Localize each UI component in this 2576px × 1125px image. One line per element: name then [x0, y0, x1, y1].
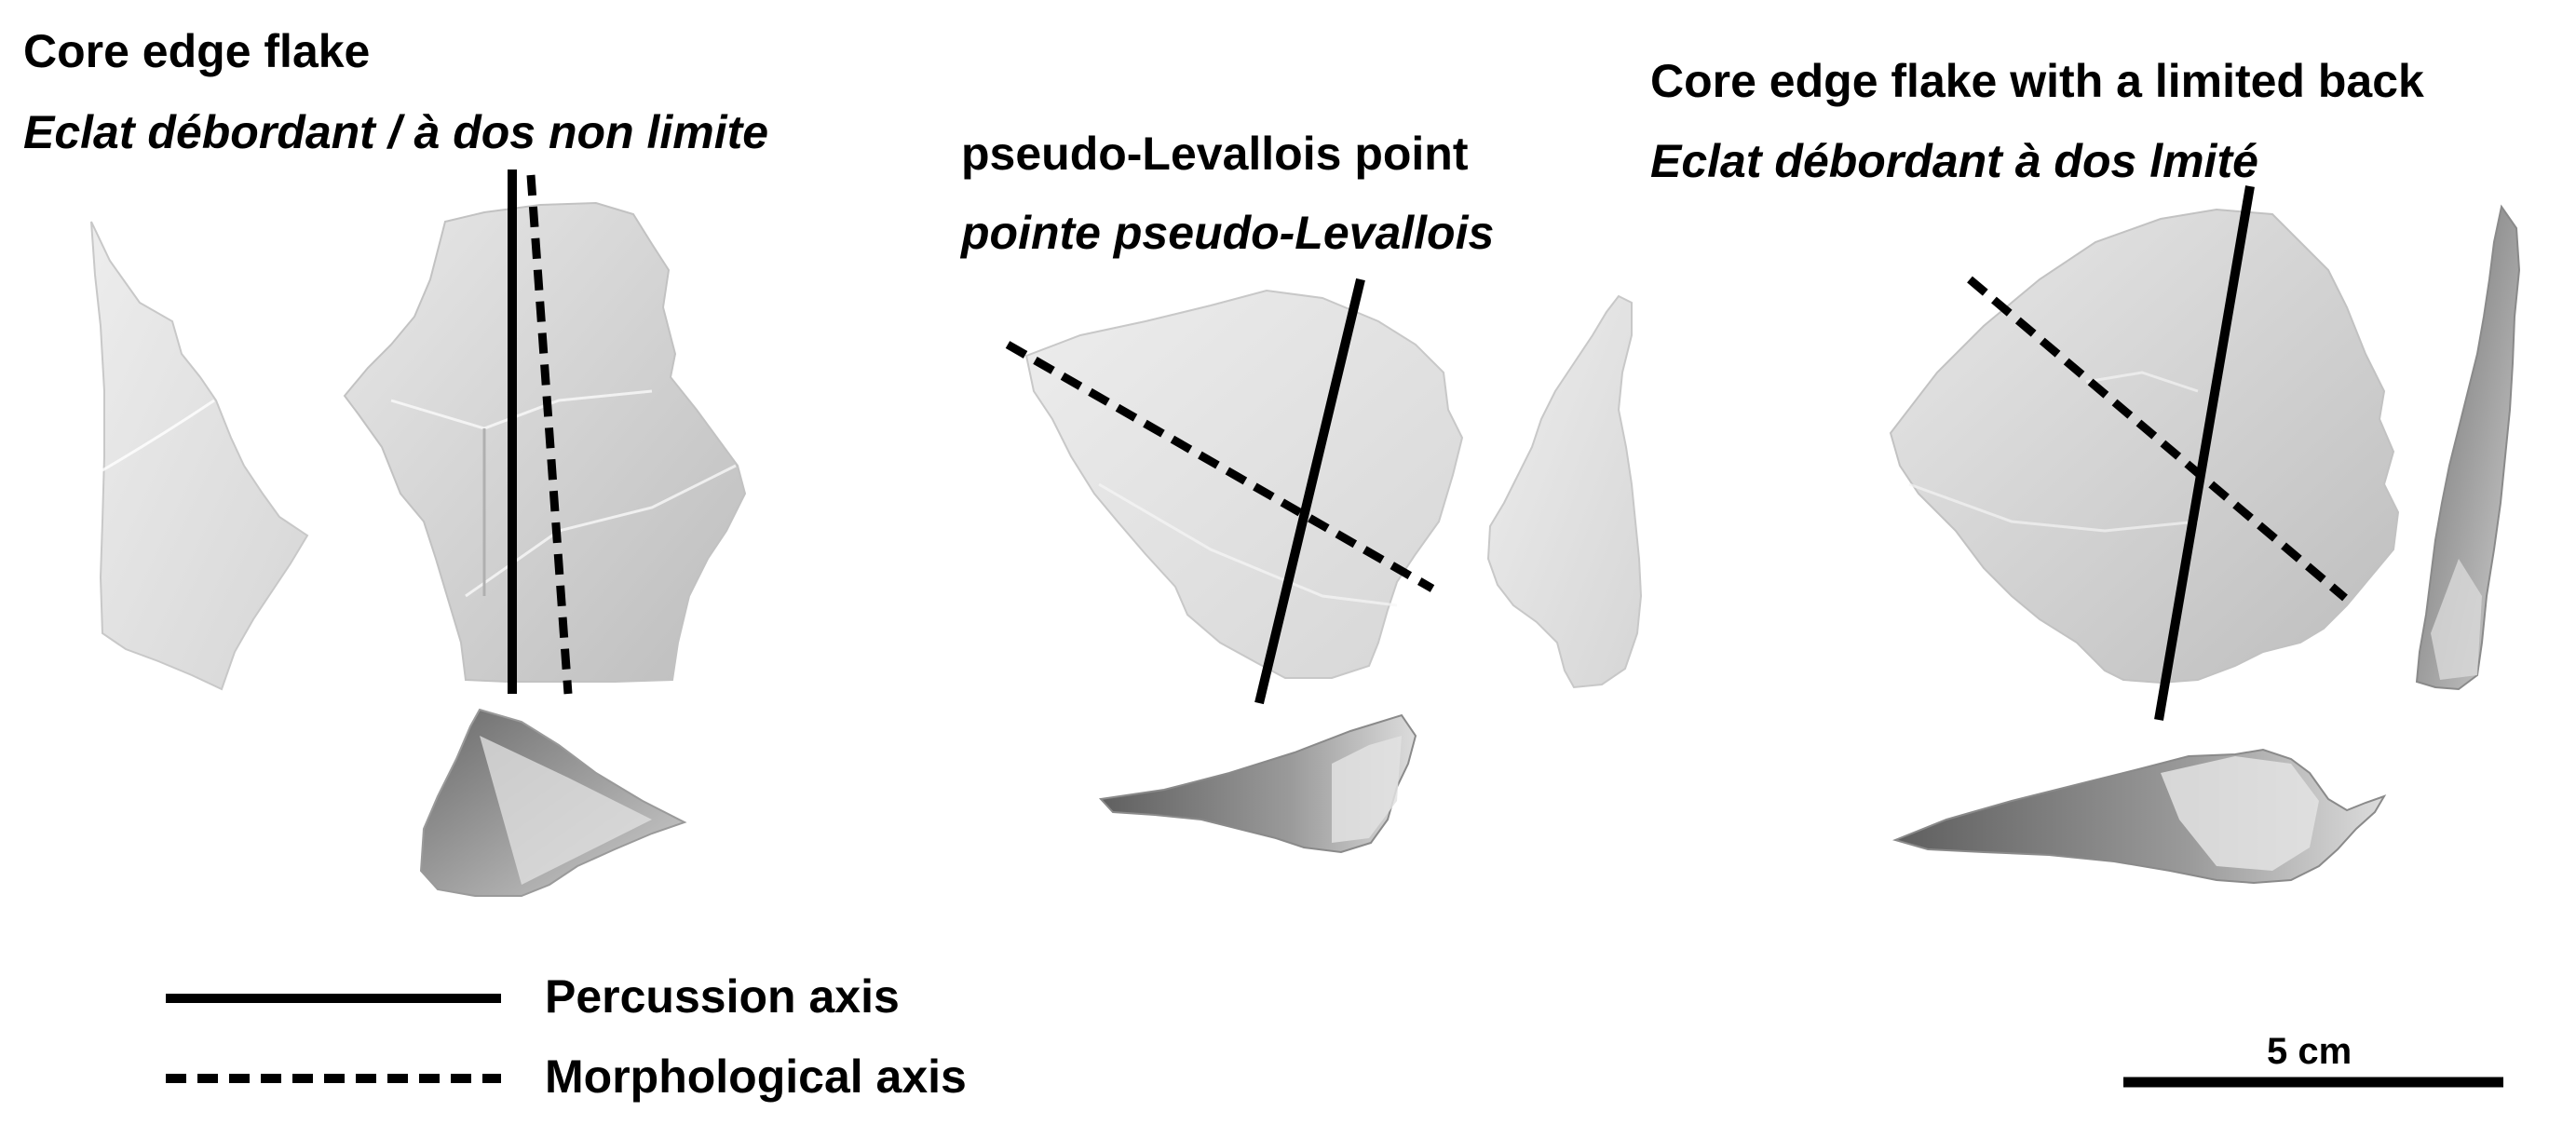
scale-bar-label: 5 cm [2267, 1031, 2352, 1072]
artifact1-dorsal-view [343, 201, 747, 683]
artifact2-dorsal-view [1024, 289, 1464, 679]
artifact2-side-view [1486, 294, 1643, 689]
artifact3-title: Core edge flake with a limited back [1650, 55, 2424, 107]
artifact1-title: Core edge flake [23, 25, 371, 77]
legend-percussion-label: Percussion axis [545, 970, 900, 1023]
artifact1-group [90, 169, 747, 897]
artifact3-dorsal-view [1889, 208, 2400, 684]
artifact3-side-view [2415, 204, 2521, 691]
artifact2-subtitle: pointe pseudo-Levallois [961, 207, 1495, 259]
artifact3-morphological-axis [1967, 276, 2348, 602]
artifact3-group [1889, 185, 2521, 885]
artifact1-side-view [90, 221, 309, 691]
artifact2-morphological-axis [1005, 341, 1435, 592]
artifact2-title: pseudo-Levallois point [961, 128, 1469, 180]
artifact3-subtitle: Eclat débordant à dos lmité [1650, 135, 2258, 187]
legend-morphological-label: Morphological axis [545, 1050, 967, 1103]
artifact2-percussion-axis [1254, 278, 1365, 705]
artifact1-morphological-axis [526, 174, 573, 695]
artifact1-subtitle: Eclat débordant / à dos non limite [23, 106, 769, 158]
artifact2-group [1005, 278, 1643, 854]
artifact3-percussion-axis [2154, 185, 2255, 721]
